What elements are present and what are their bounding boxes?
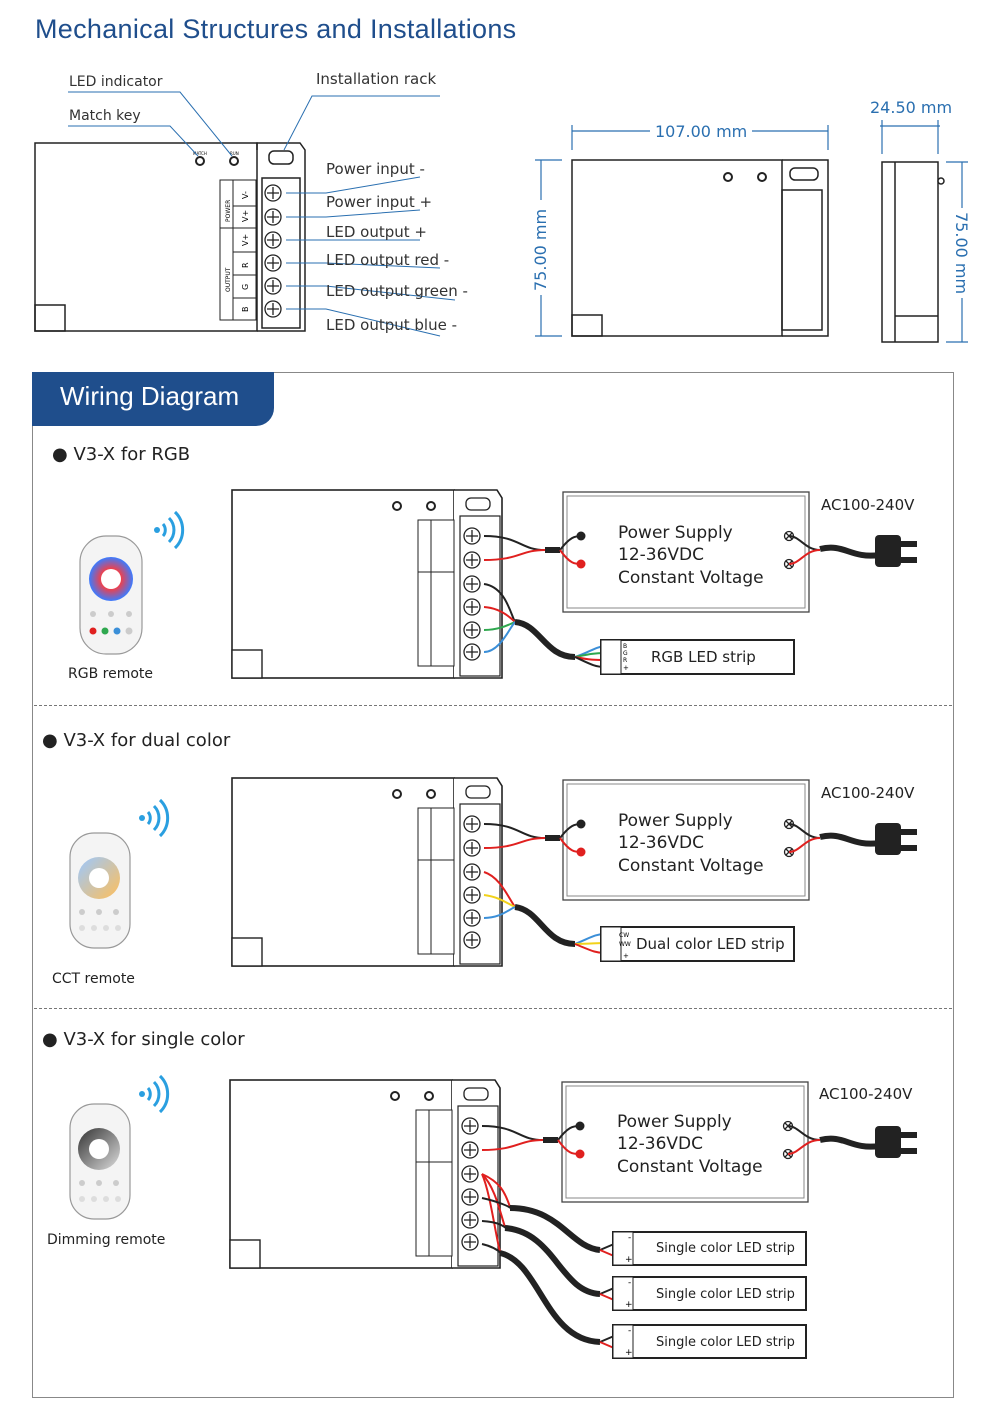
controller-body <box>34 142 306 332</box>
dimension-lines-front <box>535 125 829 337</box>
remote-label-rgb: RGB remote <box>68 666 153 682</box>
dim-height-side: 75.00 mm <box>952 212 971 294</box>
power-group-label: POWER <box>225 200 232 222</box>
signal-icon-rgb <box>154 510 185 550</box>
strip-dual <box>600 926 795 962</box>
remote-cct <box>69 832 131 949</box>
dimension-lines-side <box>880 120 968 343</box>
front-view <box>571 159 829 337</box>
divider-2 <box>34 1008 952 1009</box>
wires-dual <box>483 823 821 954</box>
controller-rgb <box>231 489 503 679</box>
front-run-indicator <box>757 172 767 182</box>
terminal-label-2: Power input + <box>326 193 432 211</box>
psu-rgb-line2: 12-36VDC <box>618 545 704 565</box>
callout-match-key: Match key <box>69 108 141 124</box>
strip-single-3-minus: - <box>628 1326 631 1336</box>
wiring-drawing: RGB remote Power Supply 12-36VDC Constan… <box>47 489 1000 1359</box>
dim-width: 107.00 mm <box>655 122 747 141</box>
strip-dual-label: Dual color LED strip <box>636 935 785 953</box>
side-indicator <box>937 177 945 185</box>
strip-single-1-plus: + <box>625 1255 633 1265</box>
plug-dual <box>820 823 917 855</box>
controller-dual <box>231 777 503 967</box>
pin-label-3: V+ <box>241 234 250 246</box>
wiring-panel <box>32 372 954 1398</box>
pin-label-2: V+ <box>241 210 250 222</box>
psu-dual-line2: 12-36VDC <box>618 833 704 853</box>
strip-rgb-label: RGB LED strip <box>651 648 756 666</box>
strip-single-label-3: Single color LED strip <box>656 1335 795 1350</box>
callout-lines <box>68 91 456 337</box>
dim-depth: 24.50 mm <box>870 98 952 117</box>
terminal-label-block <box>219 179 257 321</box>
ac-label-rgb: AC100-240V <box>821 496 915 514</box>
strip-dual-pin-cw: CW <box>619 932 629 939</box>
terminal-label-6: LED output blue - <box>326 316 457 334</box>
psu-rgb-line3: Constant Voltage <box>618 568 764 588</box>
side-view <box>881 161 939 343</box>
strip-single-label-2: Single color LED strip <box>656 1287 795 1302</box>
plug-rgb <box>820 535 917 567</box>
pin-label-4: R <box>241 262 250 268</box>
wires-single <box>481 1125 821 1349</box>
ac-label-single: AC100-240V <box>819 1085 913 1103</box>
strip-rgb-pin-g: G <box>623 650 628 657</box>
strips-single <box>612 1231 807 1359</box>
output-group-label: OUTPUT <box>225 267 232 292</box>
strip-single-1-minus: - <box>628 1233 631 1243</box>
signal-icon-dimming <box>139 1074 170 1114</box>
controller-single <box>229 1079 501 1269</box>
strip-single-2-minus: - <box>628 1278 631 1288</box>
pin-label-6: B <box>241 307 250 313</box>
terminal-label-4: LED output red - <box>326 251 449 269</box>
plug-single <box>820 1126 917 1158</box>
strip-single-2-plus: + <box>625 1300 633 1310</box>
terminal-label-3: LED output + <box>326 223 427 241</box>
mechanical-drawing: MATCH RUN POWER OUTPUT V- V+ V+ R G B LE… <box>34 70 971 343</box>
pin-label-1: V- <box>241 191 250 199</box>
remote-label-dimming: Dimming remote <box>47 1232 165 1248</box>
terminal-label-1: Power input - <box>326 160 425 178</box>
terminal-screws <box>264 184 282 318</box>
ac-label-dual: AC100-240V <box>821 784 915 802</box>
psu-dual-line3: Constant Voltage <box>618 856 764 876</box>
pin-label-5: G <box>241 284 250 290</box>
section-title-single: ● V3-X for single color <box>42 1029 245 1050</box>
strip-rgb-pin-plus: + <box>623 664 629 672</box>
strip-dual-pin-ww: WW <box>619 941 631 948</box>
strip-single-label-1: Single color LED strip <box>656 1241 795 1256</box>
signal-icon-cct <box>139 798 170 838</box>
divider-1 <box>34 705 952 706</box>
run-indicator <box>229 156 239 166</box>
strip-rgb <box>600 639 795 675</box>
section-title-dual: ● V3-X for dual color <box>42 730 231 751</box>
wiring-header: Wiring Diagram <box>32 372 274 426</box>
front-match-indicator <box>723 172 733 182</box>
page-title: Mechanical Structures and Installations <box>35 14 517 44</box>
match-indicator <box>195 156 205 166</box>
dim-height: 75.00 mm <box>531 209 550 291</box>
run-label: RUN <box>230 151 239 156</box>
callout-installation-rack: Installation rack <box>316 70 436 88</box>
strip-rgb-pin-r: R <box>623 657 627 664</box>
callout-led-indicator: LED indicator <box>69 74 163 90</box>
strip-single-3-plus: + <box>625 1348 633 1358</box>
section-title-rgb: ● V3-X for RGB <box>52 444 191 465</box>
psu-single-line3: Constant Voltage <box>617 1157 763 1177</box>
remote-dimming <box>69 1103 131 1220</box>
remote-label-cct: CCT remote <box>52 971 135 987</box>
psu-single-line2: 12-36VDC <box>617 1134 703 1154</box>
psu-rgb-line1: Power Supply <box>618 523 733 543</box>
wiring-header-title: Wiring Diagram <box>60 381 240 411</box>
strip-dual-pin-plus: + <box>623 952 629 960</box>
strip-rgb-pin-b: B <box>623 643 627 650</box>
psu-single-line1: Power Supply <box>617 1112 732 1132</box>
terminal-label-5: LED output green - <box>326 282 468 300</box>
remote-rgb <box>79 535 143 655</box>
psu-dual-line1: Power Supply <box>618 811 733 831</box>
match-label: MATCH <box>193 151 207 156</box>
